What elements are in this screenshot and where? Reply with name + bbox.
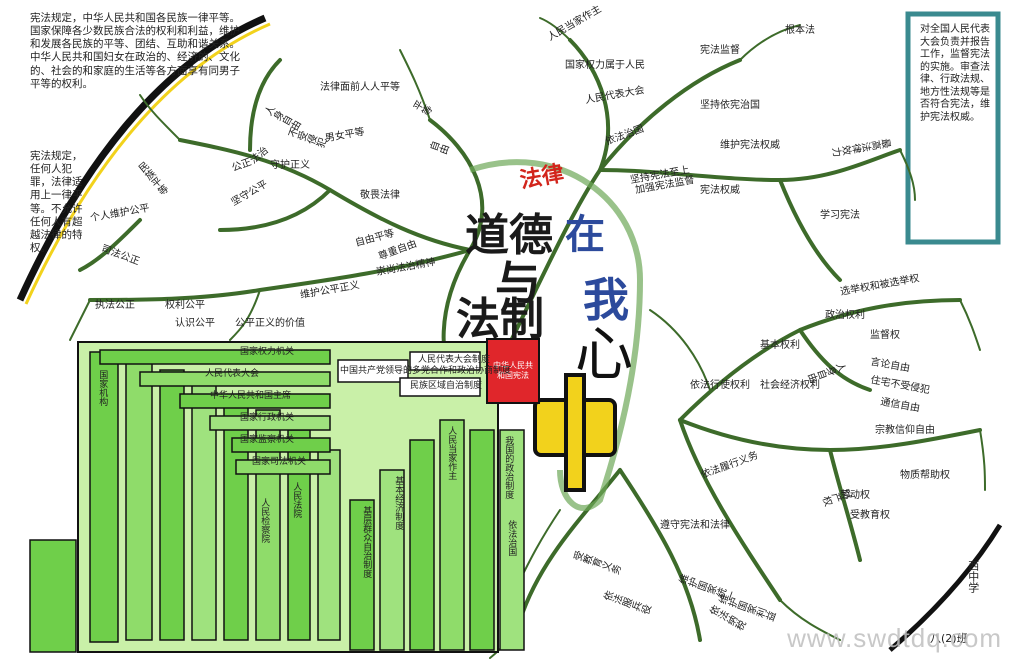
title-heart: 心 [575, 320, 634, 388]
branch-label-left-12: 公平正义的价值 [235, 318, 305, 329]
maze-label-9: 人民代表大会制度 [418, 355, 491, 365]
branch-label-top-11: 根本法 [785, 25, 815, 36]
maze-label-0: 国家权力机关 [240, 347, 295, 357]
branch-label-left-4: 守护正义 [270, 160, 310, 171]
signature-class: 八(2)班 [930, 632, 968, 645]
top-left-paragraph: 宪法规定，中华人民共和国各民族一律平等。国家保障各少数民族合法的权利和利益，维护… [30, 12, 240, 90]
branch-label-top-1: 国家权力属于人民 [565, 60, 645, 71]
maze-label-11: 民族区域自治制度 [410, 381, 483, 391]
stamp-text: 中华人民共和国宪法 [493, 361, 533, 380]
right-info-box [905, 11, 1001, 245]
center-glyph-zhong [533, 373, 617, 492]
branch-label-right-16: 遵守宪法和法律 [660, 520, 730, 531]
branch-label-right-3: 政治权利 [825, 310, 865, 321]
title-swirl [469, 159, 644, 511]
arc-border-left-accent [24, 22, 271, 305]
branch-label-top-8: 宪法监督 [700, 45, 740, 56]
title-morality: 道德 [465, 210, 553, 261]
branch-label-right-12: 物质帮助权 [900, 470, 950, 481]
constitution-stamp: 中华人民共和国宪法 [486, 338, 540, 404]
branch-label-right-9: 社会经济权利 [760, 380, 820, 391]
branch-label-top-5: 宪法权威 [700, 185, 740, 196]
maze-label-13: 基本经济制度 [393, 476, 404, 530]
maze-label-2: 中华人民共和国主席 [210, 391, 292, 401]
title-me: 我 [583, 273, 629, 327]
title-and: 与 [495, 256, 541, 310]
maze-label-7: 人民检察院 [259, 498, 270, 543]
maze-label-4: 国家监察机关 [240, 435, 295, 445]
title-legal-system: 法制 [456, 294, 544, 345]
right-paragraph: 对全国人民代表大会负责并报告工作，监督宪法的实施。审查法律、行政法规、地方性法规… [920, 24, 990, 123]
branch-label-left-9: 执法公正 [95, 300, 135, 311]
branch-label-top-12: 学习宪法 [820, 210, 860, 221]
branch-twigs [69, 17, 986, 659]
maze-label-14: 人民当家作主 [446, 426, 457, 480]
arc-border-left [16, 14, 267, 302]
branch-label-left-10: 权利公平 [165, 300, 205, 311]
maze-label-12: 基层群众自治制度 [361, 506, 372, 578]
arc-border-right [888, 523, 1003, 652]
maze-structure [29, 341, 525, 653]
branch-label-left-14: 敬畏法律 [360, 190, 400, 201]
watermark: www.swdtdq.com [787, 623, 1002, 653]
branch-label-right-0: 基本权利 [760, 340, 800, 351]
branch-label-left-11: 认识公平 [175, 318, 215, 329]
maze-label-5: 国家司法机关 [252, 457, 307, 467]
signature-school: 西中学 [966, 560, 980, 593]
maze-label-16: 依法治国 [506, 520, 517, 556]
branch-label-right-11: 受教育权 [850, 510, 890, 521]
branch-label-right-10: 劳动权 [840, 490, 870, 501]
maze-label-1: 人民代表大会 [205, 369, 260, 379]
left-mid-paragraph: 宪法规定，任何人犯罪，法律适用上一律平等。不允许任何人有超越法律的特权。 [30, 150, 83, 254]
branch-label-top-7: 坚持依宪治国 [700, 100, 760, 111]
maze-label-6: 人民法院 [291, 482, 302, 518]
branch-lines [78, 38, 982, 642]
title-at: 在 [565, 212, 605, 258]
maze-label-8: 国家机构 [97, 370, 108, 406]
branch-label-left-19: 法律面前人人平等 [320, 82, 400, 93]
branch-label-right-2: 监督权 [870, 330, 900, 341]
branch-label-right-14: 依法行使权利 [690, 380, 750, 391]
maze-label-3: 国家行政机关 [240, 413, 295, 423]
maze-label-15: 我国的政治制度 [503, 436, 514, 499]
branch-label-right-8: 宗教信仰自由 [875, 425, 935, 436]
maze-label-10: 中国共产党领导的多党合作和政治协商制度 [340, 366, 512, 376]
branch-label-top-6: 维护宪法权威 [720, 140, 780, 151]
